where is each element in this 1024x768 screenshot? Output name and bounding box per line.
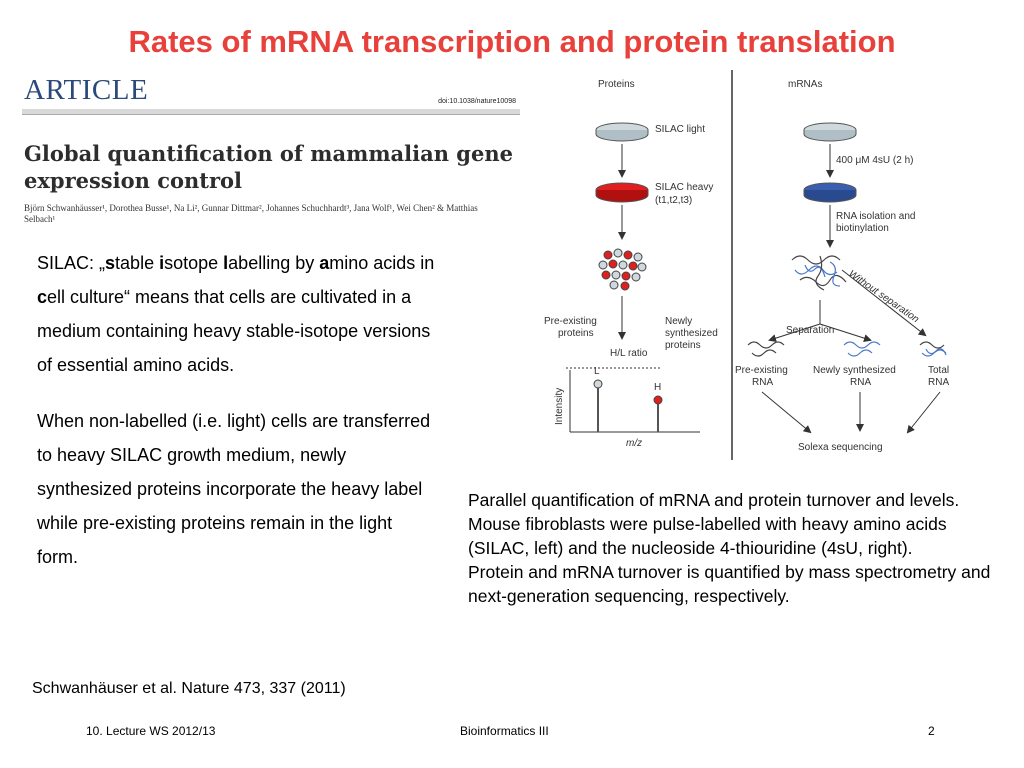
citation: Schwanhäuser et al. Nature 473, 337 (201…	[32, 680, 346, 697]
time-points-label: (t1,t2,t3)	[655, 195, 692, 206]
slide-title: Rates of mRNA transcription and protein …	[128, 24, 896, 59]
rna-tangle	[791, 255, 847, 291]
silac-heavy-label: SILAC heavy	[655, 182, 713, 193]
newly-synth-proteins-3: proteins	[665, 340, 701, 351]
ms-spectrum	[566, 367, 700, 433]
footer-lecture: 10. Lecture WS 2012/13	[86, 724, 216, 738]
newly-synth-proteins-2: synthesized	[665, 328, 718, 339]
rna-isolation-2: biotinylation	[836, 223, 889, 234]
newly-synth-proteins-1: Newly	[665, 316, 692, 327]
silac-paragraph-1: SILAC: „stable isotope labelling by amin…	[37, 253, 435, 375]
proteins-label: Proteins	[598, 79, 635, 90]
peak-h-label: H	[654, 382, 661, 393]
paper-authors: Björn Schwanhäusser¹, Dorothea Busse¹, N…	[24, 203, 478, 224]
caption-line-1: Parallel quantification of mRNA and prot…	[468, 490, 960, 558]
total-rna-1: Total	[928, 365, 949, 376]
paper-title: Global quantification of mammalian gene …	[24, 141, 513, 193]
pre-existing-rna-1: Pre-existing	[735, 365, 788, 376]
silac-light-label: SILAC light	[655, 124, 705, 135]
pre-existing-rna-strands	[747, 341, 785, 357]
newly-synth-rna-strands	[843, 341, 881, 357]
pre-existing-proteins-2: proteins	[558, 328, 594, 339]
article-rule	[22, 109, 520, 114]
silac-heavy-dish	[595, 182, 649, 203]
silac-4su-diagram: Proteins mRNAs SILAC light SILAC heavy (…	[530, 70, 1000, 465]
footer-course: Bioinformatics III	[460, 724, 549, 738]
article-header-image: ARTICLE doi:10.1038/nature10098 Global q…	[22, 72, 520, 224]
separation-label: Separation	[786, 325, 834, 336]
protein-cluster	[598, 248, 647, 291]
caption-line-2: Protein and mRNA turnover is quantified …	[468, 562, 991, 606]
newly-synth-rna-2: RNA	[850, 377, 871, 388]
mrnas-label: mRNAs	[788, 79, 822, 90]
hl-ratio-label: H/L ratio	[610, 348, 648, 359]
footer-page-number: 2	[928, 724, 935, 738]
rna-isolation-1: RNA isolation and	[836, 211, 916, 222]
mrna-4su-dish	[803, 182, 857, 203]
without-separation-label: Without separation	[846, 268, 921, 325]
peak-l-label: L	[594, 366, 600, 377]
silac-paragraph-2: When non-labelled (i.e. light) cells are…	[37, 411, 431, 567]
silac-description: SILAC: „stable isotope labelling by amin…	[37, 246, 437, 574]
article-rule-thin	[22, 114, 520, 115]
pulse-4su-label: 400 μM 4sU (2 h)	[836, 155, 913, 166]
total-rna-2: RNA	[928, 377, 949, 388]
pre-existing-proteins-1: Pre-existing	[544, 316, 597, 327]
article-doi: doi:10.1038/nature10098	[438, 98, 516, 105]
mz-axis-label: m/z	[626, 438, 642, 449]
newly-synth-rna-1: Newly synthesized	[813, 365, 896, 376]
diagram-svg: Proteins mRNAs SILAC light SILAC heavy (…	[544, 70, 949, 460]
solexa-label: Solexa sequencing	[798, 442, 883, 453]
article-label: ARTICLE	[24, 74, 149, 106]
intensity-axis-label: Intensity	[554, 388, 565, 425]
mrna-light-dish	[803, 122, 857, 142]
silac-light-dish	[595, 122, 649, 142]
total-rna-strands	[919, 341, 947, 357]
figure-caption: Parallel quantification of mRNA and prot…	[468, 488, 1008, 608]
pre-existing-rna-2: RNA	[752, 377, 773, 388]
